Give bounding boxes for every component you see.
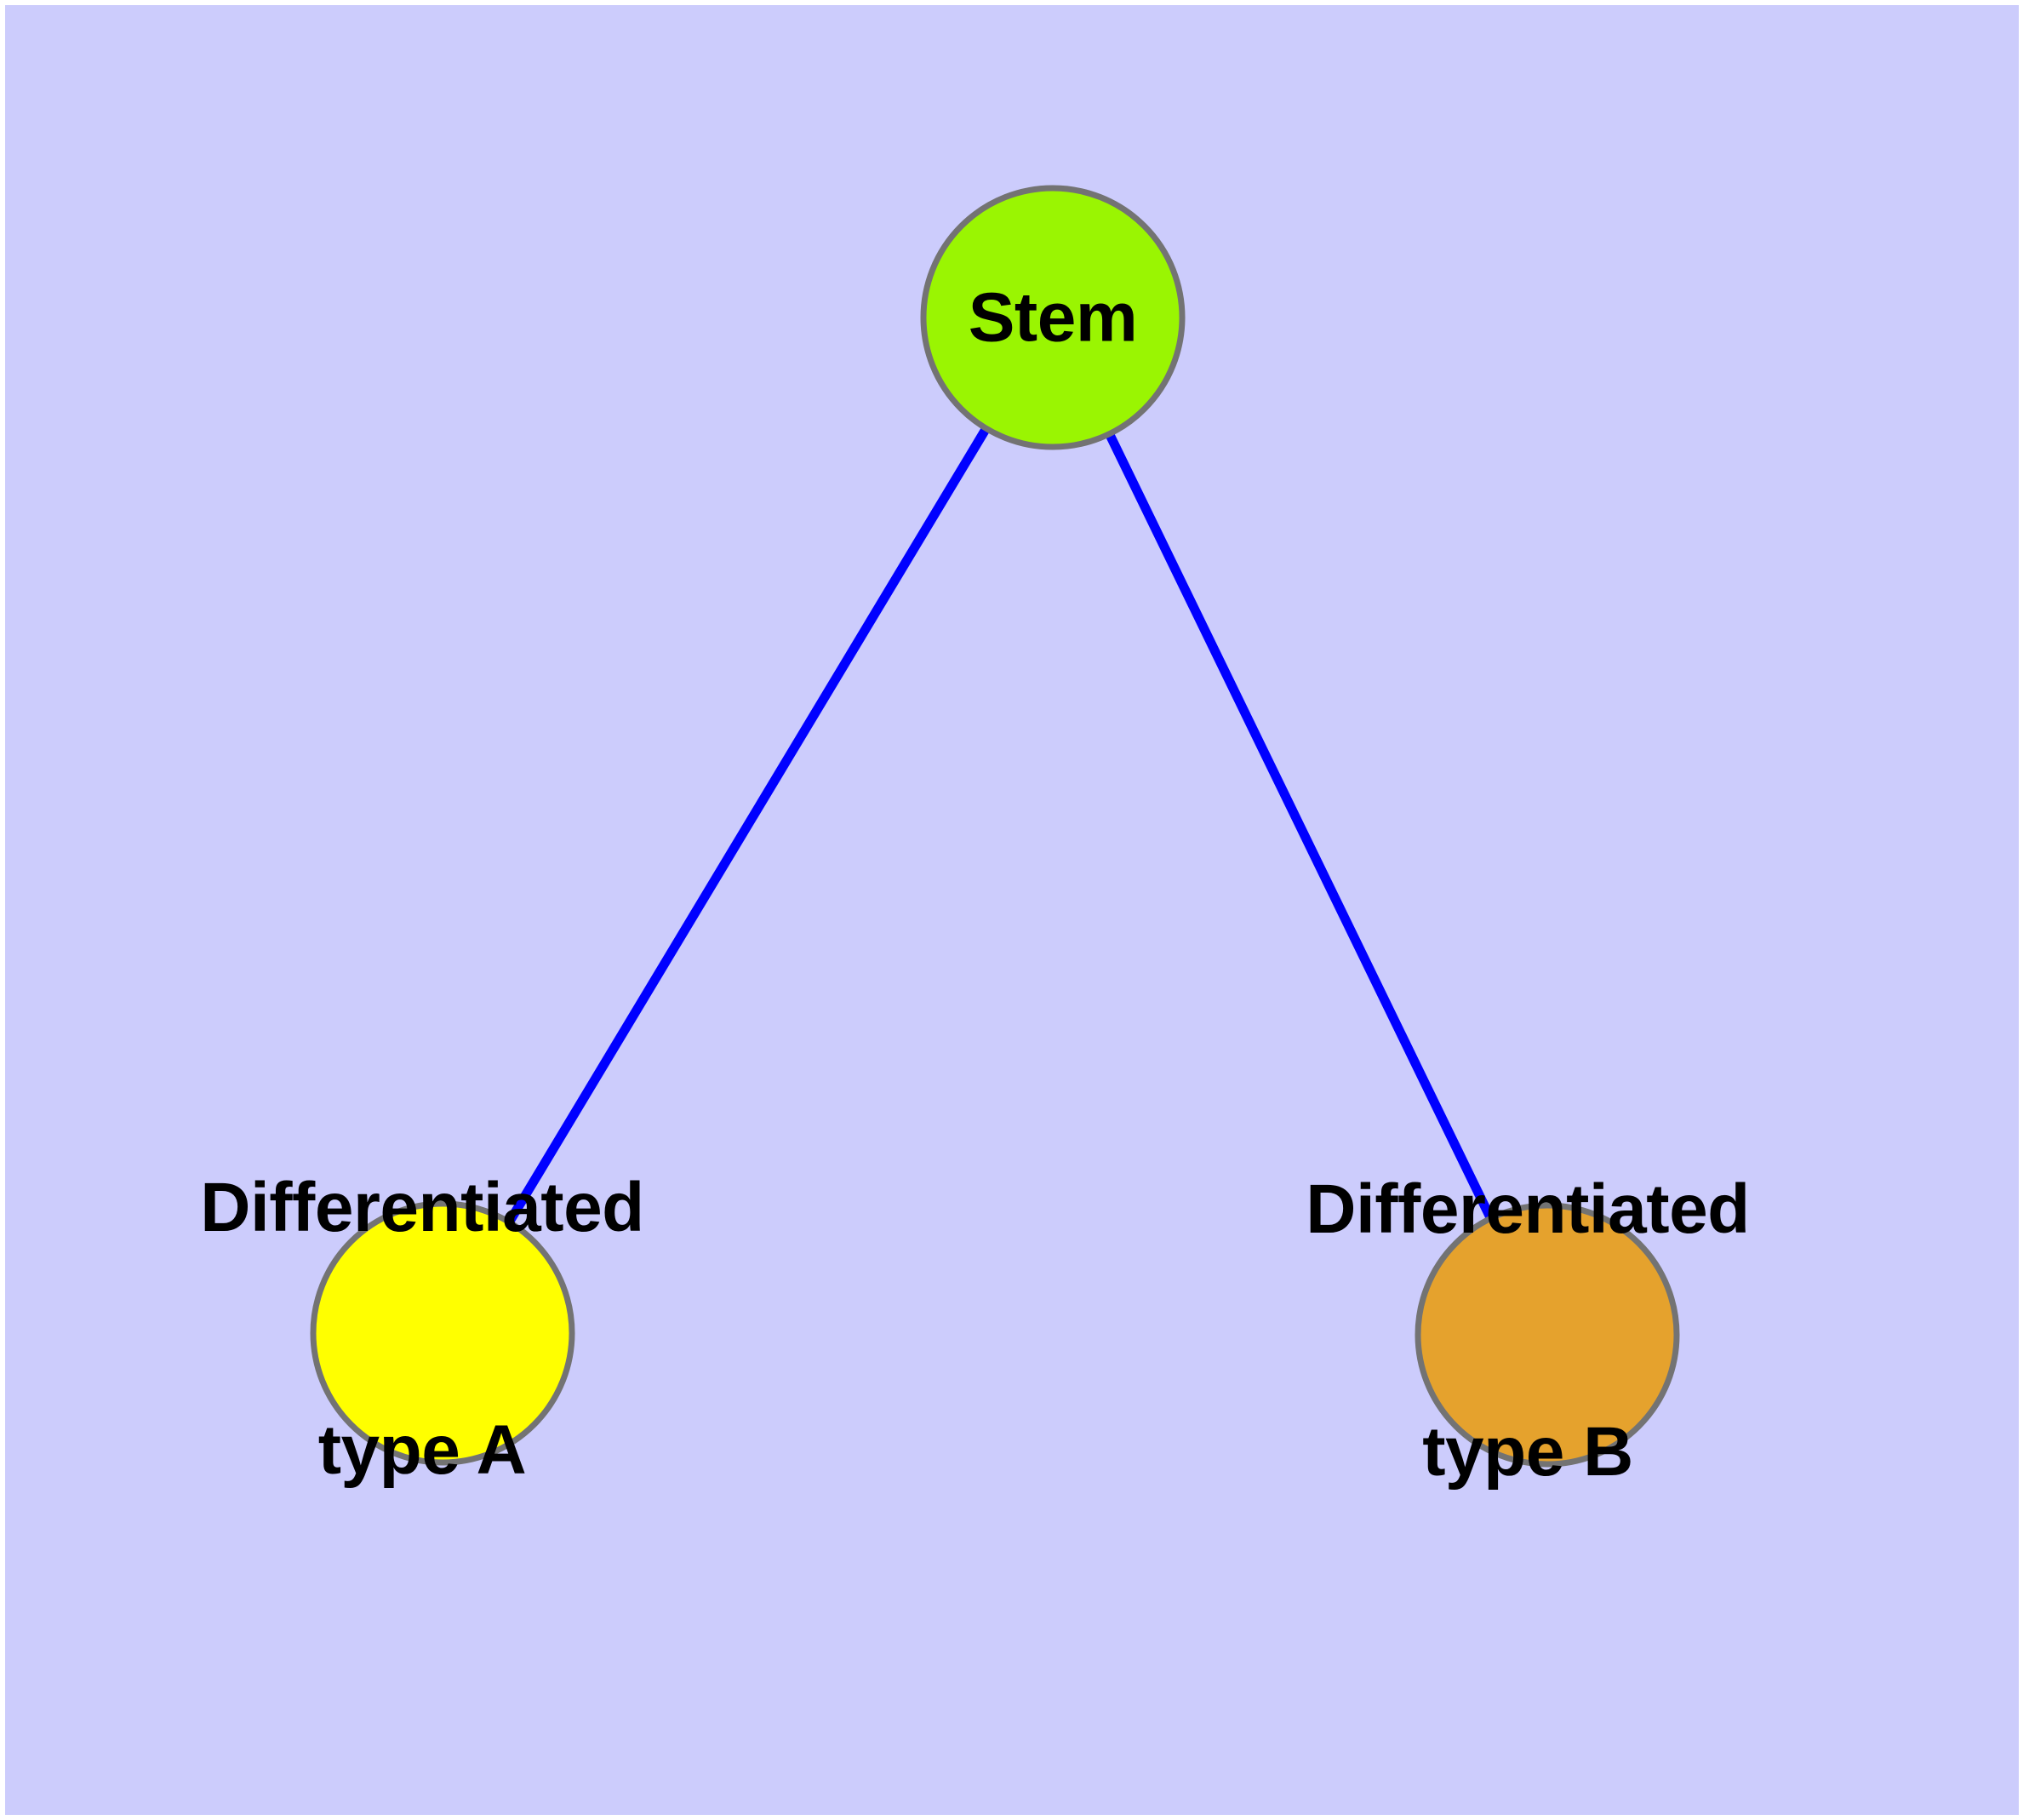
node-stem[interactable] [920, 185, 1186, 450]
edge-layer [438, 315, 1552, 1337]
node-differentiated-type-b[interactable] [1415, 1202, 1680, 1468]
edge-stem-to-differentiated-type-b [1049, 315, 1552, 1337]
node-layer [310, 185, 1680, 1468]
edge-stem-to-differentiated-type-a [438, 315, 1057, 1336]
node-differentiated-type-a[interactable] [310, 1200, 575, 1466]
